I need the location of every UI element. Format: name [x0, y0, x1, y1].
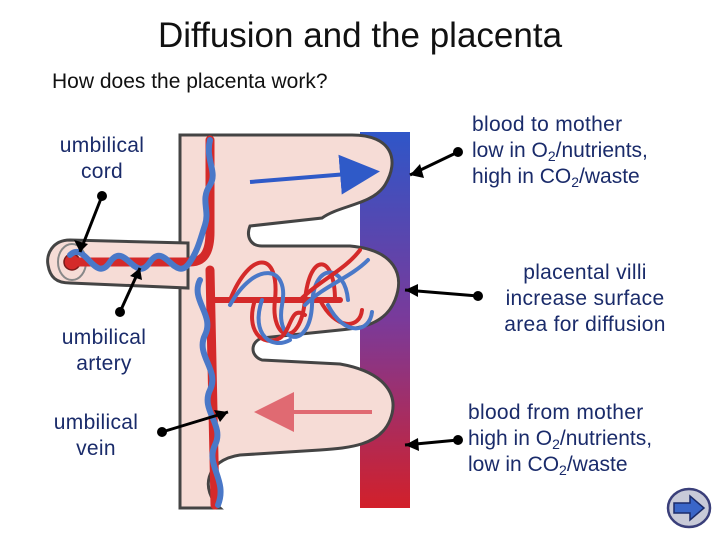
label-umbilical-vein: umbilical vein: [53, 411, 139, 460]
vein-vessel: [67, 137, 216, 272]
label-umbilical-cord: umbilical cord: [59, 134, 145, 183]
label-blood-from-mother: blood from mother high in O2/nutrients, …: [468, 401, 653, 478]
page-title: Diffusion and the placenta: [157, 16, 563, 55]
next-slide-button[interactable]: [666, 487, 712, 529]
label-placental-villi: placental villi increase surface area fo…: [504, 261, 666, 336]
placental-villi: [228, 248, 374, 346]
page-subtitle: How does the placenta work?: [52, 70, 328, 93]
next-arrow-icon: [666, 487, 712, 529]
pointer-cord: [78, 195, 104, 253]
flow-arrow-to-mother: [249, 154, 380, 195]
label-blood-to-mother: blood to mother low in O2/nutrients, hig…: [472, 113, 648, 190]
label-umbilical-artery: umbilical artery: [61, 326, 147, 375]
